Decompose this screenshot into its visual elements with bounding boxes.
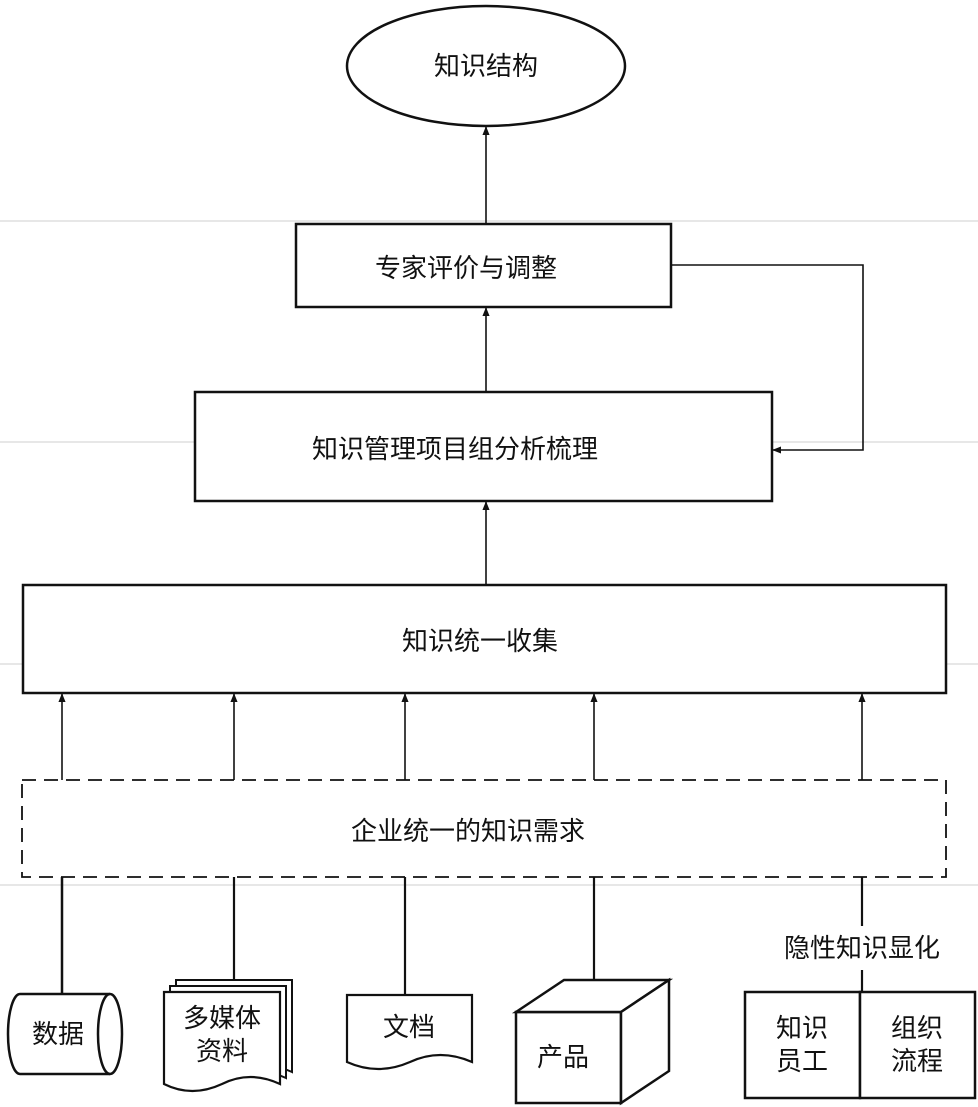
unified-demand-label: 企业统一的知识需求 bbox=[351, 817, 585, 847]
expert-review-node: 专家评价与调整 bbox=[294, 222, 673, 309]
flow-arrows bbox=[58, 126, 866, 780]
feedback-loop-arrow bbox=[671, 264, 864, 454]
products-source-cube: 产品 bbox=[511, 977, 674, 1106]
multimedia-source-document: 多媒体 资料 bbox=[162, 979, 293, 1093]
multimedia-label-line1: 多媒体 bbox=[183, 1004, 261, 1034]
multimedia-label-line2: 资料 bbox=[196, 1037, 248, 1067]
unified-collection-node: 知识统一收集 bbox=[21, 583, 948, 695]
data-source-cylinder: 数据 bbox=[6, 992, 124, 1076]
documents-label: 文档 bbox=[383, 1013, 435, 1043]
staff-label-line2: 员工 bbox=[776, 1047, 828, 1077]
knowledge-structure-label: 知识结构 bbox=[434, 52, 538, 82]
products-label: 产品 bbox=[537, 1043, 589, 1073]
staff-process-group: 知识 员工 组织 流程 bbox=[743, 990, 977, 1100]
expert-review-label: 专家评价与调整 bbox=[375, 254, 557, 284]
source-connectors bbox=[60, 877, 864, 995]
unified-collection-label: 知识统一收集 bbox=[402, 627, 558, 657]
knowledge-structure-node: 知识结构 bbox=[345, 4, 627, 128]
staff-label-line1: 知识 bbox=[776, 1014, 828, 1044]
process-label-line2: 流程 bbox=[891, 1047, 943, 1077]
data-label: 数据 bbox=[32, 1020, 84, 1050]
km-project-analysis-label: 知识管理项目组分析梳理 bbox=[312, 435, 598, 465]
process-label-line1: 组织 bbox=[891, 1014, 943, 1044]
tacit-explicit-label: 隐性知识显化 bbox=[784, 934, 940, 964]
unified-demand-node: 企业统一的知识需求 bbox=[21, 779, 947, 878]
km-project-analysis-node: 知识管理项目组分析梳理 bbox=[193, 390, 774, 503]
documents-source-document: 文档 bbox=[345, 993, 474, 1071]
